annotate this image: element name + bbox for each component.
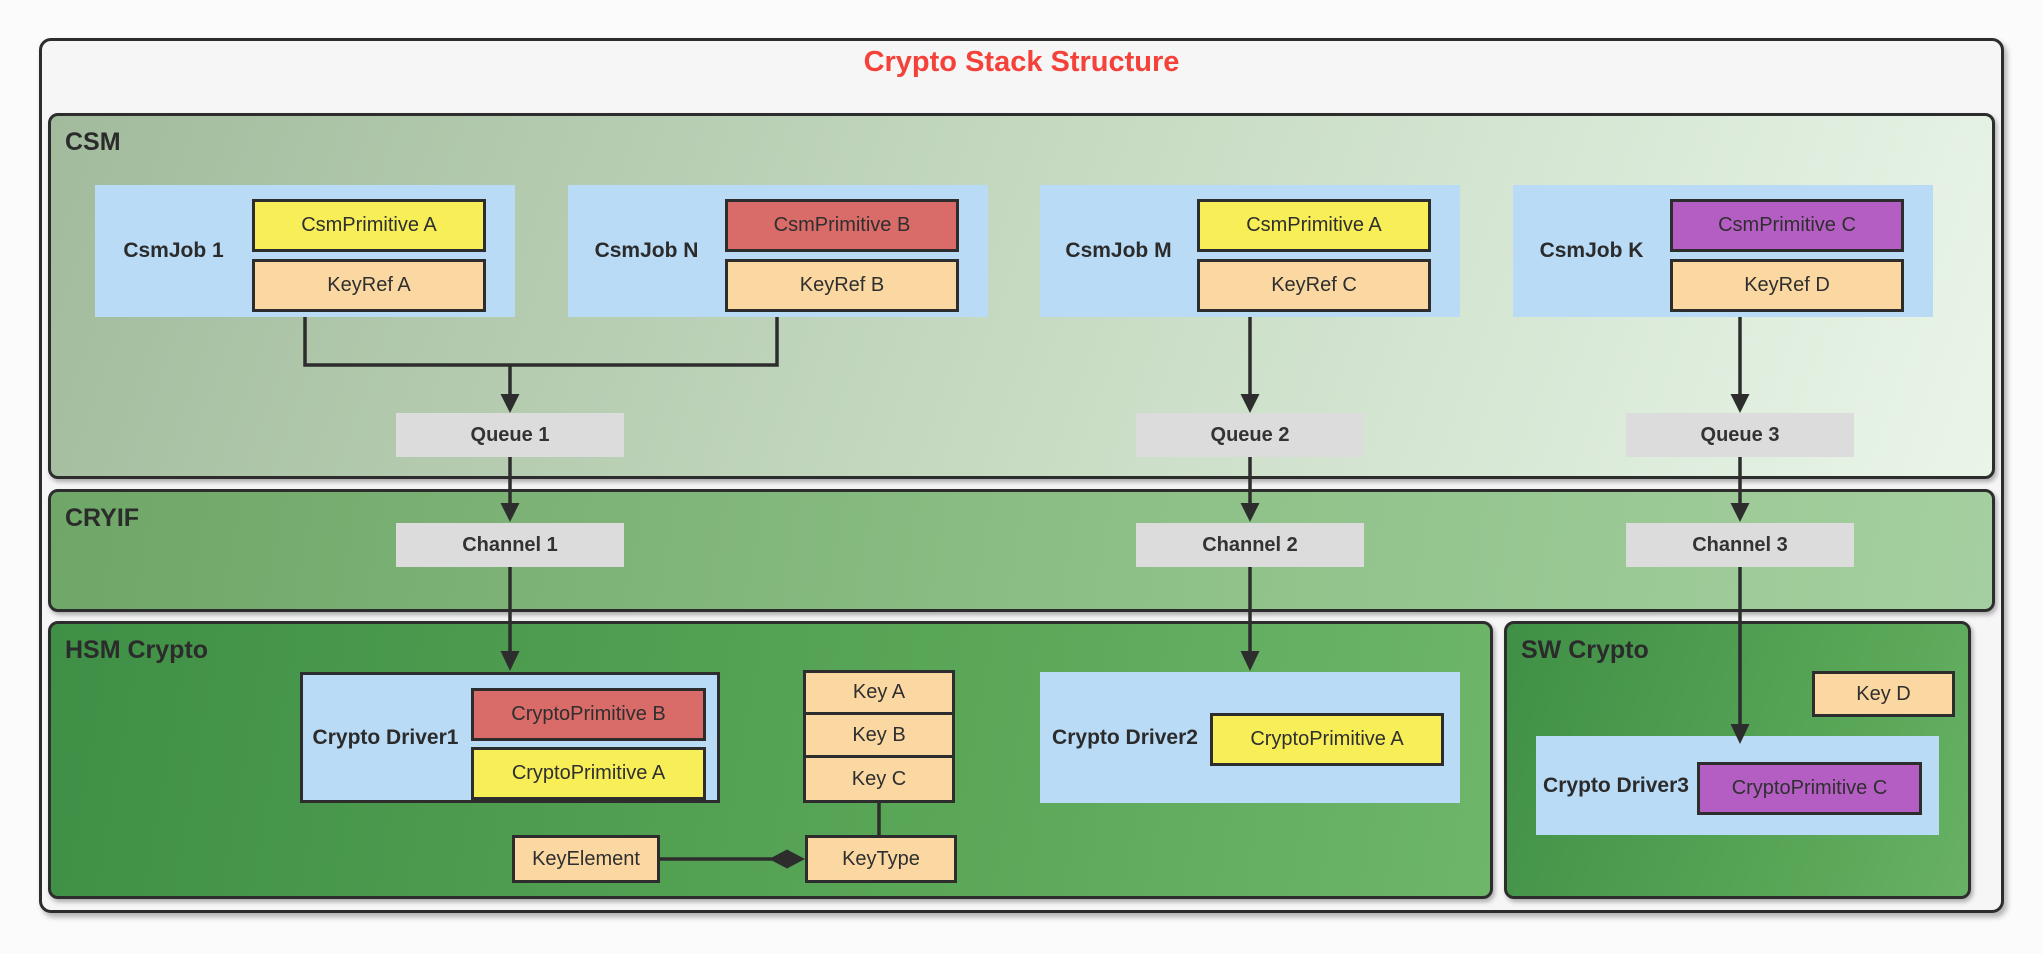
queue-3-box: Queue 3 [1626,413,1854,457]
csmjob-m-keyref-box: KeyRef C [1197,259,1431,312]
csmjob-1-box: CsmJob 1 CsmPrimitive A KeyRef A [95,185,515,317]
key-d-box: Key D [1812,671,1955,717]
csmjob-n-primitive-box: CsmPrimitive B [725,199,959,252]
channel-2-box: Channel 2 [1136,523,1364,567]
csmjob-1-primitive-box: CsmPrimitive A [252,199,486,252]
key-b-box: Key B [803,712,955,758]
csm-layer-label: CSM [65,128,121,156]
diagram-title: Crypto Stack Structure [863,46,1180,78]
csmjob-k-box: CsmJob K CsmPrimitive C KeyRef D [1513,185,1933,317]
csmjob-k-label: CsmJob K [1539,239,1644,262]
csmjob-m-label: CsmJob M [1065,239,1172,262]
csmjob-n-keyref-box: KeyRef B [725,259,959,312]
crypto-driver3-box: Crypto Driver3 CryptoPrimitive C [1536,736,1939,835]
csmjob-k-primitive-box: CsmPrimitive C [1670,199,1904,252]
csmjob-1-keyref-box: KeyRef A [252,259,486,312]
key-element-box: KeyElement [512,835,660,883]
csmjob-k-keyref-box: KeyRef D [1670,259,1904,312]
queue-2-box: Queue 2 [1136,413,1364,457]
key-c-box: Key C [803,755,955,803]
sw-crypto-layer-label: SW Crypto [1521,636,1649,664]
queue-1-box: Queue 1 [396,413,624,457]
hsm-crypto-layer-label: HSM Crypto [65,636,209,664]
driver3-primitive-c-box: CryptoPrimitive C [1697,762,1922,815]
driver1-primitive-b-box: CryptoPrimitive B [471,688,706,741]
crypto-driver2-label: Crypto Driver2 [1052,725,1198,749]
channel-1-box: Channel 1 [396,523,624,567]
cryif-layer: CRYIF [48,489,1995,612]
csmjob-n-label: CsmJob N [594,239,699,262]
cryif-layer-label: CRYIF [65,504,140,532]
crypto-driver3-label: Crypto Driver3 [1543,773,1689,797]
driver1-primitive-a-box: CryptoPrimitive A [471,747,706,800]
driver2-primitive-a-box: CryptoPrimitive A [1210,713,1444,766]
crypto-driver1-label: Crypto Driver1 [312,725,459,749]
csmjob-1-label: CsmJob 1 [123,239,224,262]
key-a-box: Key A [803,670,955,715]
csmjob-m-primitive-box: CsmPrimitive A [1197,199,1431,252]
csmjob-n-box: CsmJob N CsmPrimitive B KeyRef B [568,185,988,317]
channel-3-box: Channel 3 [1626,523,1854,567]
csmjob-m-box: CsmJob M CsmPrimitive A KeyRef C [1040,185,1460,317]
crypto-driver1-box: Crypto Driver1 CryptoPrimitive B CryptoP… [300,672,720,803]
crypto-driver2-box: Crypto Driver2 CryptoPrimitive A [1040,672,1460,803]
key-type-box: KeyType [805,835,957,883]
